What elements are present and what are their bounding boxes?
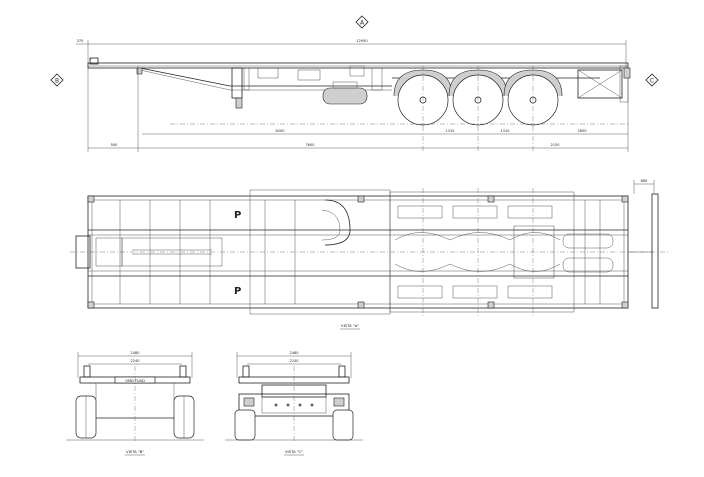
dim-rear-width-inner: 2240 [290,359,299,363]
dim-overall-length: 12950 [356,39,367,43]
dim-axle-2: 1310 [501,129,510,133]
dim-king-pin: 500 [111,143,118,147]
svg-text:C: C [650,78,654,85]
dim-rear-overhang: 2850 [578,129,587,133]
dim-ground-clear: 6200 [276,129,285,133]
front-view-label: VISTA "B" [126,449,144,454]
svg-text:B: B [55,78,59,85]
dim-rear-width-outer: 2480 [290,351,299,355]
rear-view: 2480 2240 VISTA "C" [225,351,363,456]
side-elevation: A B C 370 12950 [50,15,659,152]
svg-text:P: P [234,286,241,297]
plan-view: P P 680 VISTA "A" [70,179,670,330]
dim-axle-1: 1310 [446,129,455,133]
rear-view-label: VISTA "C" [285,449,303,454]
dim-front-width-inner: 2240 [131,359,140,363]
dim-lamp-width: 680 [641,179,648,183]
dim-rear: 2150 [551,143,560,147]
view-marker-a: A [355,15,369,29]
dim-wheelbase: 7600 [306,143,315,147]
view-marker-b: B [50,73,64,87]
view-marker-c: C [645,73,659,87]
plan-view-label: VISTA "A" [341,323,359,328]
dim-front-width-outer: 2480 [131,351,140,355]
front-view: 2480 2240 OMD FUAD VISTA "B" [66,351,204,456]
svg-text:A: A [360,20,365,27]
svg-text:P: P [234,210,241,221]
dim-front-overhang: 370 [77,39,84,43]
